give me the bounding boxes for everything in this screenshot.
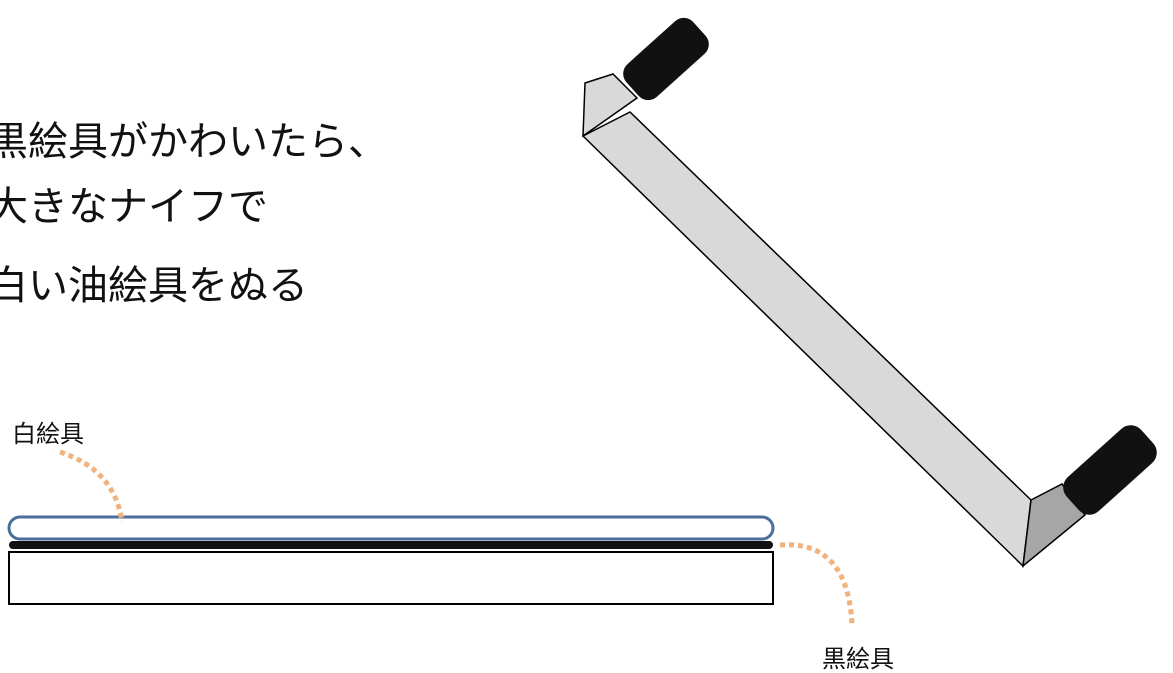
white-paint-leader-line xyxy=(59,449,125,523)
instruction-line-2: 大きなナイフで xyxy=(0,184,268,230)
knife-lower-handle xyxy=(1063,425,1157,515)
instruction-text: 黒絵具がかわいたら、 大きなナイフで 白い油絵具をぬる xyxy=(0,119,388,309)
black-paint-leader-line xyxy=(779,542,855,626)
white-paint-label: 白絵具 xyxy=(12,420,84,448)
knife-lower-tip xyxy=(1022,483,1087,568)
instruction-line-1: 黒絵具がかわいたら、 xyxy=(0,119,388,165)
knife-upper-neck xyxy=(582,73,639,138)
white-paint-callout: 白絵具 xyxy=(12,420,125,523)
palette-knife xyxy=(581,17,1157,568)
black-paint-callout: 黒絵具 xyxy=(779,542,894,673)
white-paint-layer xyxy=(7,515,775,541)
canvas-layers xyxy=(7,515,775,605)
black-paint-label: 黒絵具 xyxy=(822,645,894,673)
knife-upper-handle xyxy=(623,17,709,101)
knife-blade xyxy=(581,111,1032,568)
instruction-line-3: 白い油絵具をぬる xyxy=(0,263,308,309)
black-paint-layer xyxy=(9,541,773,549)
canvas-board xyxy=(8,551,774,605)
